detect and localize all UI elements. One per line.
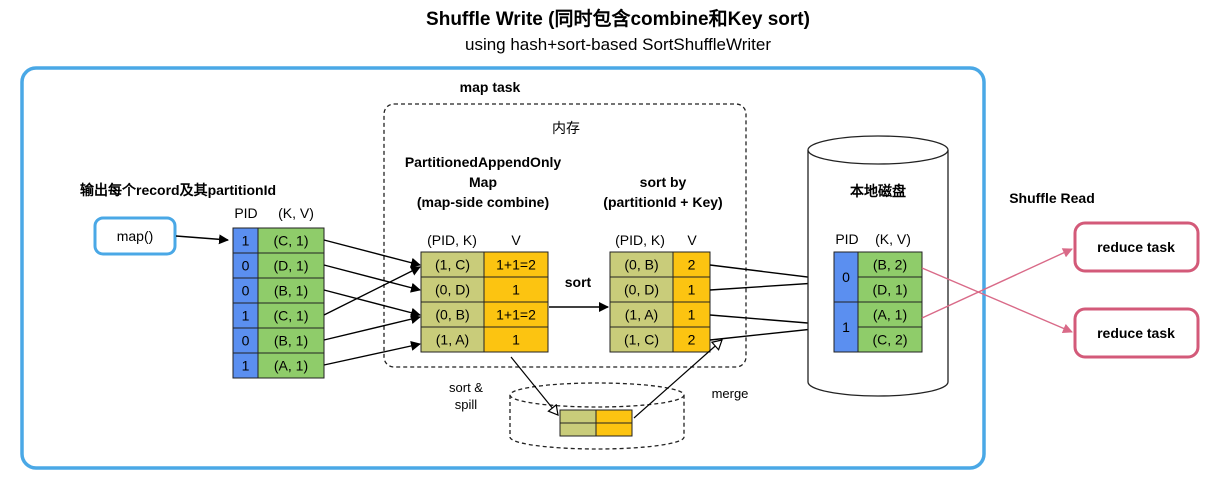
local-disk-title: 本地磁盘 <box>850 183 906 199</box>
sort-arrow-label: sort <box>565 274 592 290</box>
memory-label: 内存 <box>552 120 580 136</box>
sorted-title-line2: (partitionId + Key) <box>603 194 722 210</box>
pao-key-text: (1, A) <box>436 332 469 348</box>
input-kv-text: (A, 1) <box>274 358 308 374</box>
pao-key-text: (1, C) <box>435 257 470 273</box>
pao-map-title-line1: PartitionedAppendOnly <box>405 154 562 170</box>
disk-kv-cell <box>857 326 923 353</box>
sorted-value-text: 1 <box>688 282 696 298</box>
disk-kv-text: (C, 2) <box>873 332 908 348</box>
sorted-key-text: (1, A) <box>625 307 658 323</box>
sorted-value-cell <box>672 276 711 303</box>
input-pid-cell <box>232 302 259 329</box>
pao-map-title-line2: Map <box>469 174 497 190</box>
sorted-header-value: V <box>687 232 697 248</box>
pao-key-text: (0, B) <box>435 307 469 323</box>
pao-map-title-line3: (map-side combine) <box>417 194 549 210</box>
input-kv-cell <box>257 302 325 329</box>
sorted-value-cell <box>672 326 711 353</box>
merge-arrow <box>633 340 722 419</box>
disk-pid-cell <box>833 301 859 353</box>
sorted-title-line1: sort by <box>640 174 687 190</box>
sorted-key-cell <box>609 276 674 303</box>
reduce-task-label-1: reduce task <box>1097 239 1175 255</box>
output-label: 输出每个record及其partitionId <box>80 182 276 198</box>
disk-kv-text: (A, 1) <box>873 307 907 323</box>
disk-kv-cell <box>857 301 923 328</box>
input-pid-cell <box>232 252 259 279</box>
sorted-header-key: (PID, K) <box>615 232 665 248</box>
map-function-box <box>93 216 177 256</box>
input-kv-text: (C, 1) <box>274 233 309 249</box>
disk-pid-text: 0 <box>842 269 850 285</box>
map-task-label: map task <box>460 79 521 95</box>
disk-kv-text: (D, 1) <box>873 282 908 298</box>
reduce-task-box-2 <box>1073 307 1200 359</box>
shuffle-read-label: Shuffle Read <box>1009 190 1095 206</box>
reduce-task-box-1 <box>1073 221 1200 273</box>
merge-label: merge <box>712 386 749 401</box>
sorted-value-cell <box>672 251 711 278</box>
sorted-key-cell <box>609 326 674 353</box>
pao-value-cell <box>483 326 549 353</box>
sorted-value-text: 1 <box>688 307 696 323</box>
map-function-label: map() <box>117 228 154 244</box>
input-kv-cell <box>257 352 325 379</box>
input-header-pid: PID <box>234 205 257 221</box>
input-to-map-arrows <box>323 239 421 366</box>
input-kv-text: (D, 1) <box>274 258 309 274</box>
pao-header-value: V <box>511 232 521 248</box>
pao-header-key: (PID, K) <box>427 232 477 248</box>
memory-box <box>383 103 747 368</box>
sorted-key-text: (0, D) <box>624 282 659 298</box>
input-kv-cell <box>257 277 325 304</box>
input-kv-text: (C, 1) <box>274 308 309 324</box>
pao-value-text: 1+1=2 <box>496 257 536 273</box>
pao-value-cell <box>483 276 549 303</box>
spill-label-line1: sort & <box>449 380 483 395</box>
diagram-subtitle: using hash+sort-based SortShuffleWriter <box>465 35 771 54</box>
input-pid-text: 0 <box>242 333 250 349</box>
spill-label-line2: spill <box>455 397 478 412</box>
input-kv-text: (B, 1) <box>274 333 308 349</box>
disk-kv-text: (B, 2) <box>873 257 907 273</box>
spill-disk <box>509 382 685 450</box>
disk-kv-cell <box>857 251 923 278</box>
shuffle-read-lines <box>921 248 1073 334</box>
input-pid-text: 1 <box>242 308 250 324</box>
sorted-key-cell <box>609 251 674 278</box>
diagram-title: Shuffle Write (同时包含combine和Key sort) <box>426 7 810 30</box>
disk-pid-text: 1 <box>842 319 850 335</box>
input-kv-text: (B, 1) <box>274 283 308 299</box>
sorted-key-cell <box>609 301 674 328</box>
disk-header-pid: PID <box>835 231 858 247</box>
map-to-input-arrow <box>175 234 229 245</box>
sorted-value-text: 2 <box>688 257 696 273</box>
pao-value-cell <box>483 251 549 278</box>
map-task-frame <box>20 66 986 470</box>
sorted-value-text: 2 <box>688 332 696 348</box>
sorted-key-text: (0, B) <box>624 257 658 273</box>
input-pid-text: 1 <box>242 358 250 374</box>
sorted-key-text: (1, C) <box>624 332 659 348</box>
input-pid-cell <box>232 352 259 379</box>
input-pid-text: 0 <box>242 283 250 299</box>
input-kv-cell <box>257 327 325 354</box>
spill-arrow <box>510 356 558 415</box>
input-header-kv: (K, V) <box>278 205 314 221</box>
pao-value-text: 1 <box>512 282 520 298</box>
input-pid-text: 1 <box>242 233 250 249</box>
disk-header-kv: (K, V) <box>875 231 911 247</box>
pao-value-text: 1 <box>512 332 520 348</box>
reduce-task-label-2: reduce task <box>1097 325 1175 341</box>
pao-value-text: 1+1=2 <box>496 307 536 323</box>
input-pid-cell <box>232 277 259 304</box>
pao-key-cell <box>420 326 485 353</box>
input-pid-text: 0 <box>242 258 250 274</box>
pao-key-cell <box>420 276 485 303</box>
pao-key-text: (0, D) <box>435 282 470 298</box>
